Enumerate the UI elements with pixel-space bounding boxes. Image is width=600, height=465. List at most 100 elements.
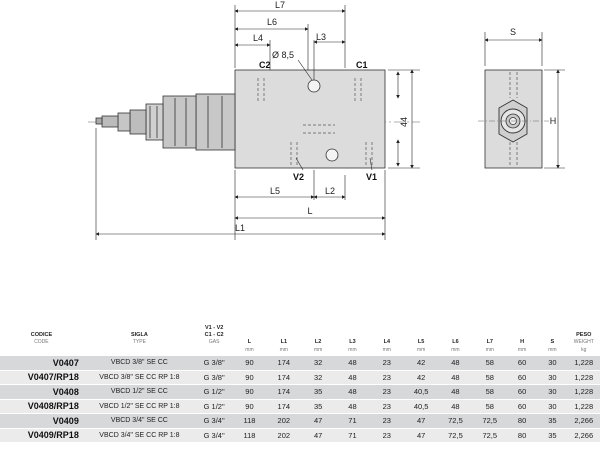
- table-cell: 1,228: [567, 399, 600, 414]
- label-l2: L2: [325, 186, 335, 196]
- column-header: H: [507, 318, 537, 346]
- valve-body-side: [478, 32, 565, 169]
- column-header-label: L3: [349, 339, 356, 345]
- table-cell: 2,266: [567, 413, 600, 429]
- column-header-label: L1: [280, 339, 288, 345]
- product-code: V0407: [0, 356, 83, 371]
- column-header-label: CODICE: [30, 332, 53, 338]
- table-cell: 80: [506, 428, 538, 443]
- table-cell: 90: [232, 356, 267, 371]
- table-cell: 118: [232, 413, 267, 429]
- product-type: VBCD 3/4" SE CC: [82, 413, 196, 429]
- column-header: L6: [438, 318, 472, 346]
- table-cell: 48: [438, 356, 473, 371]
- table-cell: G 3/4": [195, 413, 233, 429]
- table-cell: 90: [232, 384, 267, 400]
- label-v2: V2: [293, 172, 304, 182]
- table-cell: 32: [300, 370, 336, 385]
- table-cell: 30: [537, 370, 568, 385]
- unit-cell: [0, 346, 83, 356]
- label-l3: L3: [316, 32, 326, 42]
- column-header-sublabel: GAS: [208, 339, 220, 345]
- table-cell: 202: [266, 413, 301, 429]
- table-cell: 71: [335, 428, 370, 443]
- table-cell: 23: [369, 428, 404, 443]
- mounting-hole-lower: [325, 148, 339, 162]
- table-cell: 30: [537, 399, 568, 414]
- table-cell: 48: [438, 399, 473, 414]
- valve-body-front: [234, 69, 386, 169]
- table-cell: G 1/2": [195, 399, 233, 414]
- table-cell: 23: [369, 370, 404, 385]
- column-header: L1: [267, 318, 301, 346]
- table-cell: 58: [472, 384, 507, 400]
- table-cell: 1,228: [567, 356, 600, 371]
- technical-drawing: L7 L6 L4 L3 Ø 8,5 C2 C1 V2 V1 44 L5 L2 L…: [88, 0, 565, 240]
- table-cell: 72,5: [472, 428, 507, 443]
- unit-cell: mm: [485, 347, 494, 353]
- column-header-sublabel: WEIGHT: [573, 339, 594, 345]
- table-cell: 48: [335, 356, 370, 371]
- unit-cell: mm: [382, 347, 391, 353]
- column-header-label: H: [520, 339, 525, 345]
- table-cell: G 3/4": [195, 428, 233, 443]
- table-cell: 202: [266, 428, 301, 443]
- table-cell: 40,5: [403, 399, 439, 414]
- table-cell: 174: [266, 399, 301, 414]
- unit-cell: mm: [517, 347, 527, 353]
- column-header-sublabel: TYPE: [132, 339, 146, 345]
- mounting-hole-upper: [307, 79, 321, 93]
- table-cell: 72,5: [438, 413, 473, 429]
- column-header: L2: [301, 318, 335, 346]
- table-cell: 48: [335, 399, 370, 414]
- product-type: VBCD 1/2" SE CC RP 1:8: [82, 399, 196, 414]
- table-cell: 47: [300, 413, 336, 429]
- column-header: L: [232, 318, 266, 346]
- unit-cell: mm: [348, 347, 357, 353]
- table-cell: 72,5: [438, 428, 473, 443]
- table-cell: 90: [232, 370, 267, 385]
- table-cell: 42: [403, 370, 439, 385]
- table-cell: 80: [506, 413, 538, 429]
- column-header-sublabel: CODE: [34, 339, 49, 345]
- column-header-label: L4: [383, 339, 390, 345]
- label-l4: L4: [253, 33, 263, 43]
- table-cell: 60: [506, 384, 538, 400]
- unit-cell: mm: [451, 347, 460, 353]
- table-cell: 48: [335, 384, 370, 400]
- column-header-label: L5: [417, 339, 425, 345]
- table-cell: 35: [300, 384, 336, 400]
- table-cell: 58: [472, 399, 507, 414]
- unit-cell: mm: [548, 347, 557, 353]
- label-h: H: [550, 116, 557, 126]
- column-header-label: L: [247, 339, 252, 345]
- unit-cell: mm: [279, 347, 288, 353]
- table-cell: 48: [335, 370, 370, 385]
- unit-cell: mm: [245, 347, 254, 353]
- unit-cell: [83, 346, 196, 356]
- product-code: V0409/RP18: [0, 428, 83, 443]
- label-s: S: [510, 27, 516, 37]
- table-cell: 60: [506, 370, 538, 385]
- label-l: L: [307, 206, 312, 216]
- column-header: L4: [370, 318, 404, 346]
- table-cell: 118: [232, 428, 267, 443]
- column-header: L3: [335, 318, 369, 346]
- table-cell: 1,228: [567, 384, 600, 400]
- product-code: V0408/RP18: [0, 399, 83, 414]
- product-type: VBCD 3/8" SE CC: [82, 356, 196, 371]
- table-cell: 40,5: [403, 384, 439, 400]
- column-header-label: SIGLA: [130, 332, 148, 338]
- unit-cell: mm: [416, 347, 426, 353]
- table-cell: 2,266: [567, 428, 600, 443]
- table-cell: 48: [438, 384, 473, 400]
- product-type: VBCD 1/2" SE CC: [82, 384, 196, 400]
